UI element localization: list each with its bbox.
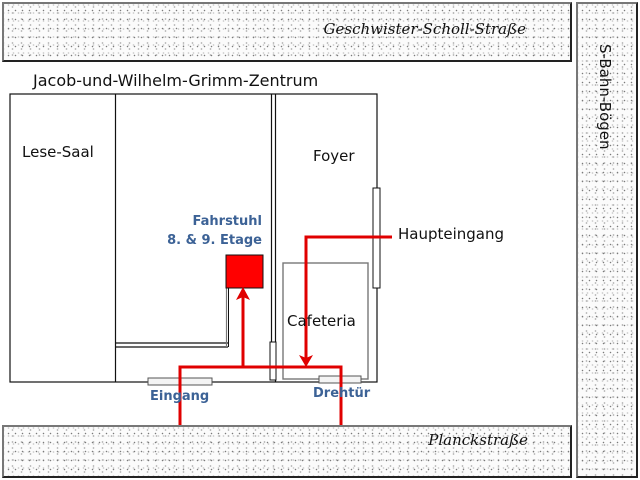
arrow-up-icon [236,287,250,300]
route-paths [178,235,392,425]
street-s-bahn-boegen: S-Bahn-Bögen [576,2,638,478]
room-label-cafeteria: Cafeteria [287,312,356,330]
route-haupteingang [304,235,392,358]
room-label-foyer: Foyer [313,147,355,165]
building-title: Jacob-und-Wilhelm-Grimm-Zentrum [33,71,319,90]
elevator-label-line2: 8. & 9. Etage [167,233,262,248]
arrow-down-icon [299,355,313,367]
street-label-south: Planckstraße [428,431,528,449]
elevator-label-line1: Fahrstuhl [192,214,262,229]
door-corridor [269,341,277,381]
route-main-branch [243,365,343,425]
route-to-elevator [178,296,245,425]
room-label-lese-saal: Lese-Saal [22,143,94,161]
street-planck: Planckstraße [2,425,572,478]
street-label-north: Geschwister-Scholl-Straße [323,20,526,38]
entrance-label-eingang: Eingang [150,389,210,404]
elevator-box [225,254,264,289]
entrance-label-haupteingang: Haupteingang [398,225,505,243]
entrance-label-drehtuer: Drehtür [313,386,371,401]
street-geschwister-scholl: Geschwister-Scholl-Straße [2,2,572,62]
